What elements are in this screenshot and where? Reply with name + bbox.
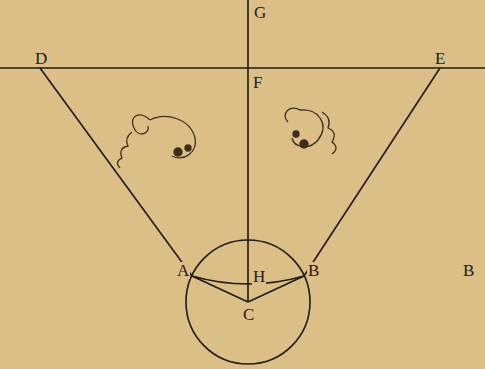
point-label: D [34, 50, 48, 67]
point-label: B [462, 262, 475, 279]
horizontal-line [0, 67, 485, 69]
line-eb [304, 68, 440, 276]
point-label: H [252, 268, 266, 285]
point-label: G [253, 4, 267, 21]
vertical-line [247, 0, 249, 302]
point-label: B [307, 262, 320, 279]
point-label: E [434, 50, 446, 67]
line-da [40, 68, 192, 276]
arc-ahb [192, 276, 304, 284]
point-label: A [176, 262, 190, 279]
circle [186, 240, 310, 364]
radius-ca [192, 276, 248, 302]
point-label: C [242, 306, 255, 323]
point-label: F [252, 74, 263, 91]
flourish [117, 108, 336, 168]
